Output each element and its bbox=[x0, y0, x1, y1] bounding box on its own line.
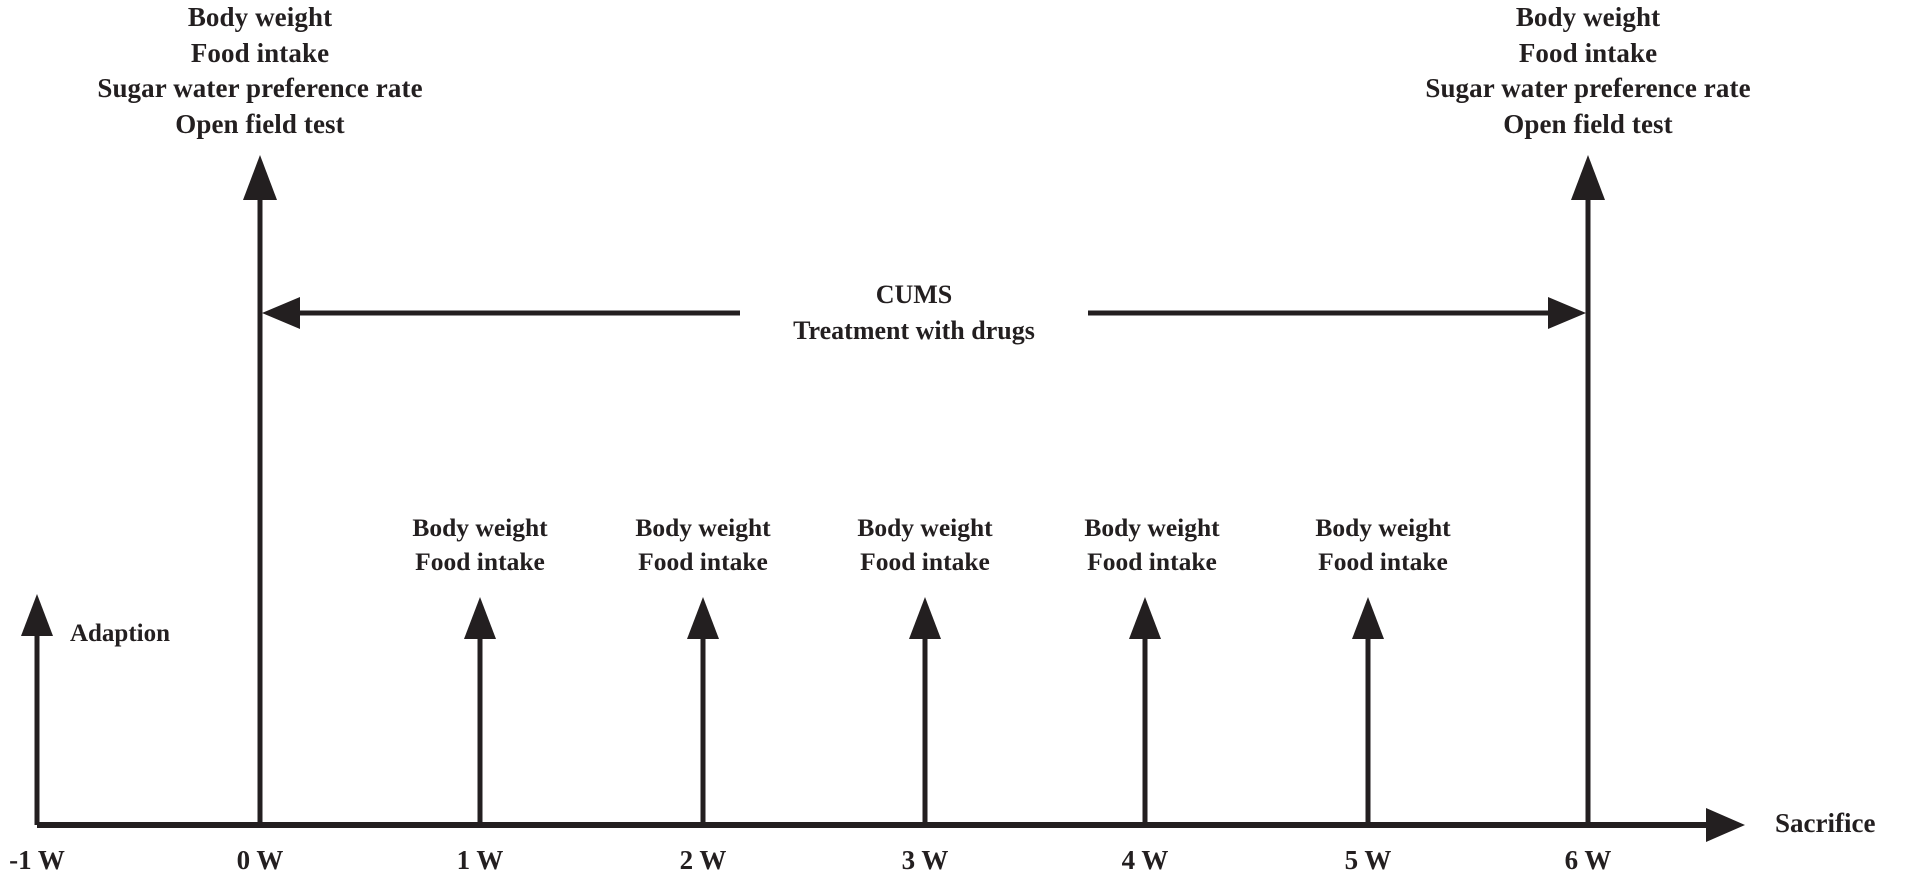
week-marker-2w bbox=[687, 597, 719, 825]
tick-label-3w: 3 W bbox=[901, 845, 949, 875]
week-5-measurement-line-2: Food intake bbox=[1318, 546, 1448, 576]
tick-label-1w: 1 W bbox=[456, 845, 504, 875]
axis-end-arrowhead bbox=[1706, 808, 1745, 842]
timeline-axis bbox=[37, 808, 1745, 842]
endpoint-assessment-arrowhead bbox=[1571, 155, 1605, 200]
week-5-measurement-line-1: Body weight bbox=[1315, 513, 1451, 542]
baseline-assessment-label: Body weight Food intake Sugar water pref… bbox=[0, 0, 520, 143]
week-marker-0w bbox=[243, 155, 277, 825]
week-4-measurement-label: Body weight Food intake bbox=[1002, 511, 1302, 578]
week-2-measurement-line-1: Body weight bbox=[635, 513, 771, 542]
week-3-arrowhead bbox=[909, 597, 941, 639]
week-5-measurement-label: Body weight Food intake bbox=[1233, 511, 1533, 578]
week-marker-1w bbox=[464, 597, 496, 825]
endpoint-assessment-line-2: Food intake bbox=[1518, 37, 1658, 68]
tick-label-0w: 0 W bbox=[236, 845, 284, 875]
adaption-label: Adaption bbox=[20, 617, 220, 650]
intervention-label-line-2: Treatment with drugs bbox=[793, 315, 1035, 345]
endpoint-assessment-line-4: Open field test bbox=[1503, 108, 1673, 139]
week-2-measurement-line-2: Food intake bbox=[638, 546, 768, 576]
adaption-label-text: Adaption bbox=[69, 620, 171, 647]
tick-label-4w: 4 W bbox=[1121, 845, 1169, 875]
week-2-measurement-label: Body weight Food intake bbox=[553, 511, 853, 578]
sacrifice-label: Sacrifice bbox=[1775, 808, 1876, 838]
week-1-measurement-line-1: Body weight bbox=[412, 513, 548, 542]
baseline-assessment-line-2: Food intake bbox=[190, 37, 330, 68]
week-marker-4w bbox=[1129, 597, 1161, 825]
week-5-arrowhead bbox=[1352, 597, 1384, 639]
week-1-arrowhead bbox=[464, 597, 496, 639]
intervention-arrowhead-left bbox=[262, 297, 300, 329]
week-4-measurement-line-2: Food intake bbox=[1087, 546, 1217, 576]
week-4-measurement-line-1: Body weight bbox=[1084, 513, 1220, 542]
week-marker-6w bbox=[1571, 155, 1605, 825]
tick-label-6w: 6 W bbox=[1564, 845, 1612, 875]
tick-label-2w: 2 W bbox=[679, 845, 727, 875]
week-4-arrowhead bbox=[1129, 597, 1161, 639]
week-3-measurement-line-2: Food intake bbox=[860, 546, 990, 576]
baseline-assessment-line-1: Body weight bbox=[187, 2, 333, 32]
adaption-arrowhead bbox=[21, 594, 53, 636]
tick-label--1w: -1 W bbox=[9, 845, 65, 875]
baseline-assessment-line-4: Open field test bbox=[175, 108, 345, 139]
baseline-assessment-arrowhead bbox=[243, 155, 277, 200]
week-marker--1w bbox=[21, 594, 53, 825]
week-3-measurement-line-1: Body weight bbox=[857, 513, 993, 542]
week-1-measurement-line-2: Food intake bbox=[415, 546, 545, 576]
week-3-measurement-label: Body weight Food intake bbox=[775, 511, 1075, 578]
intervention-label: CUMS Treatment with drugs bbox=[614, 277, 1214, 349]
week-2-arrowhead bbox=[687, 597, 719, 639]
endpoint-assessment-line-1: Body weight bbox=[1515, 2, 1661, 32]
endpoint-assessment-label: Body weight Food intake Sugar water pref… bbox=[1328, 0, 1848, 143]
tick-label-5w: 5 W bbox=[1344, 845, 1392, 875]
week-marker-5w bbox=[1352, 597, 1384, 825]
intervention-arrowhead-right bbox=[1548, 297, 1586, 329]
endpoint-assessment-line-3: Sugar water preference rate bbox=[1425, 73, 1751, 104]
baseline-assessment-line-3: Sugar water preference rate bbox=[97, 73, 423, 104]
intervention-label-line-1: CUMS bbox=[875, 280, 953, 309]
intervention-span-arrow bbox=[262, 297, 1586, 329]
week-1-measurement-label: Body weight Food intake bbox=[330, 511, 630, 578]
week-marker-3w bbox=[909, 597, 941, 825]
